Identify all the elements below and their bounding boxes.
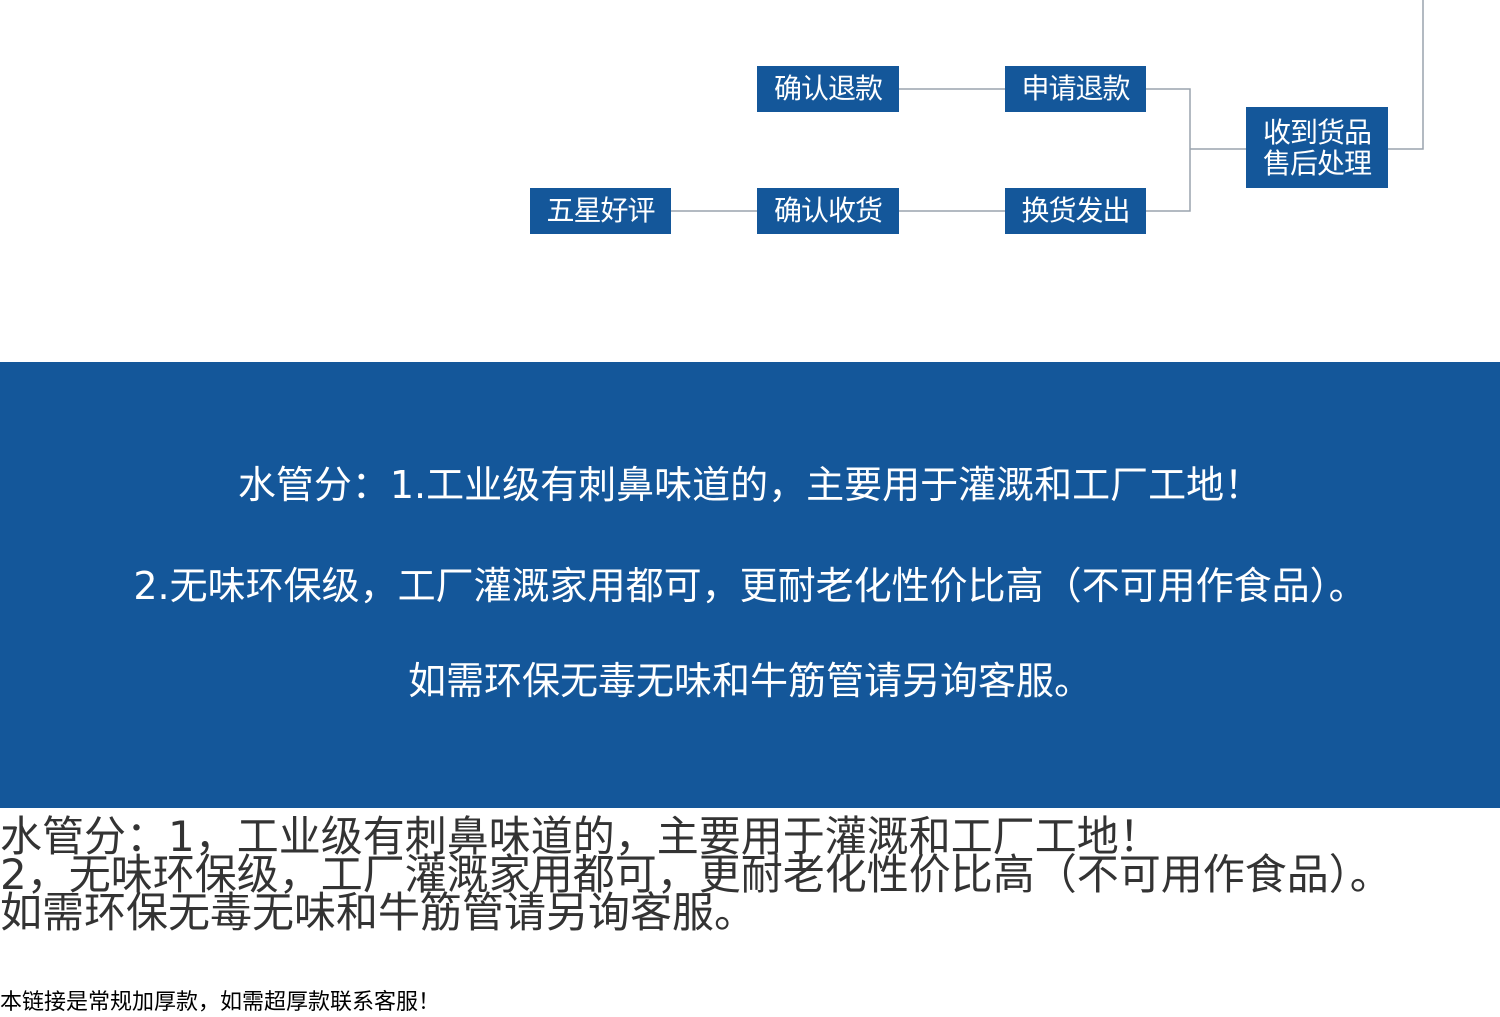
confirm-receipt-node: 确认收货 — [757, 188, 899, 234]
after-sales-label-1: 收到货品 — [1262, 115, 1372, 149]
after-sales-flowchart: 确认退款 申请退款 五星好评 确认收货 换货发出 收到货品 售后处理 — [0, 0, 1500, 362]
exchange-ship-label: 换货发出 — [1021, 194, 1130, 228]
after-sales-node: 收到货品 售后处理 — [1246, 107, 1388, 188]
after-sales-label-2: 售后处理 — [1262, 146, 1372, 180]
apply-refund-label: 申请退款 — [1021, 72, 1130, 106]
apply-refund-node: 申请退款 — [1005, 66, 1146, 112]
connector-after-sales-up — [1388, 0, 1424, 150]
flow-connectors — [671, 0, 1424, 212]
five-star-review-node: 五星好评 — [530, 188, 671, 234]
connector-bracket — [1146, 88, 1191, 212]
banner-line-2: 2.无味环保级，工厂灌溉家用都可，更耐老化性价比高（不可用作食品）。 — [133, 564, 1367, 608]
banner-line-3: 如需环保无毒无味和牛筋管请另询客服。 — [407, 659, 1092, 703]
five-star-review-label: 五星好评 — [546, 194, 655, 228]
confirm-receipt-label: 确认收货 — [773, 194, 883, 228]
description-line-1: 水管分：1，工业级有刺鼻味道的，主要用于灌溉和工厂工地！ — [0, 812, 1161, 861]
description-line-2: 2，无味环保级，工厂灌溉家用都可，更耐老化性价比高（不可用作食品）。 — [0, 850, 1392, 899]
banner-line-1: 水管分：1.工业级有刺鼻味道的，主要用于灌溉和工厂工地！ — [237, 463, 1263, 507]
exchange-ship-node: 换货发出 — [1005, 188, 1146, 234]
description-line-3: 如需环保无毒无味和牛筋管请另询客服。 — [0, 888, 757, 937]
thickness-note: 本链接是常规加厚款，如需超厚款联系客服！ — [0, 990, 441, 1015]
product-description: 水管分：1，工业级有刺鼻味道的，主要用于灌溉和工厂工地！ 2，无味环保级，工厂灌… — [0, 812, 1420, 937]
confirm-refund-label: 确认退款 — [773, 72, 883, 106]
confirm-refund-node: 确认退款 — [757, 66, 899, 112]
product-notice-banner: 水管分：1.工业级有刺鼻味道的，主要用于灌溉和工厂工地！ 2.无味环保级，工厂灌… — [0, 362, 1500, 808]
